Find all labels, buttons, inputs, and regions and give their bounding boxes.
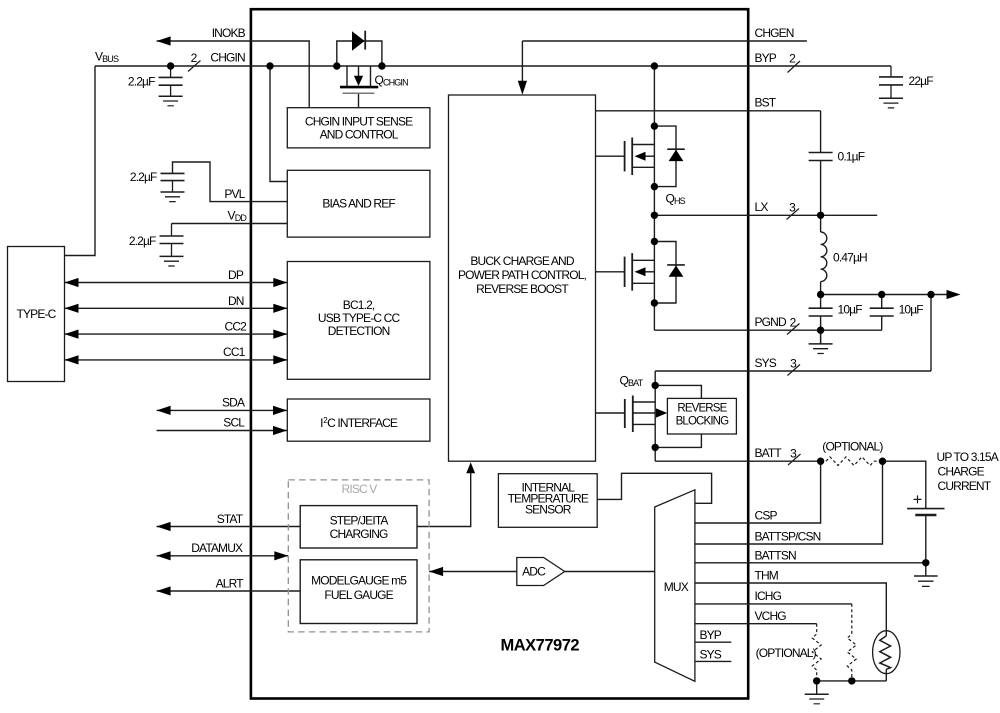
svg-text:BC1.2,: BC1.2, xyxy=(343,298,375,312)
svg-text:DP: DP xyxy=(228,268,244,282)
svg-text:THM: THM xyxy=(755,569,779,583)
svg-text:ICHG: ICHG xyxy=(755,589,782,603)
svg-text:BIAS AND REF: BIAS AND REF xyxy=(322,197,395,211)
svg-text:UP TO 3.15A: UP TO 3.15A xyxy=(937,450,999,464)
svg-text:I2C INTERFACE: I2C INTERFACE xyxy=(320,416,398,430)
svg-text:2: 2 xyxy=(790,316,797,330)
svg-text:0.1µF: 0.1µF xyxy=(838,150,865,164)
svg-text:CHARGING: CHARGING xyxy=(330,527,388,541)
svg-text:BYP: BYP xyxy=(755,51,777,65)
svg-text:SYS: SYS xyxy=(700,648,722,662)
svg-text:VBUS: VBUS xyxy=(95,50,119,65)
svg-text:BYP: BYP xyxy=(700,628,722,642)
svg-text:DATAMUX: DATAMUX xyxy=(191,541,243,555)
svg-text:BLOCKING: BLOCKING xyxy=(676,416,730,428)
svg-text:2: 2 xyxy=(789,52,796,66)
svg-text:QBAT: QBAT xyxy=(620,374,644,389)
svg-text:STAT: STAT xyxy=(217,512,244,526)
svg-text:3: 3 xyxy=(790,447,797,461)
svg-text:INTERNAL: INTERNAL xyxy=(522,480,576,494)
svg-text:LX: LX xyxy=(755,200,769,214)
svg-text:REVERSE: REVERSE xyxy=(677,403,727,415)
svg-text:CHGIN INPUT SENSE: CHGIN INPUT SENSE xyxy=(305,115,413,129)
svg-text:SYS: SYS xyxy=(755,356,777,370)
svg-text:CHARGE: CHARGE xyxy=(938,465,985,479)
svg-text:3: 3 xyxy=(789,201,796,215)
svg-text:CHGIN: CHGIN xyxy=(210,51,245,65)
svg-text:SENSOR: SENSOR xyxy=(525,502,572,516)
svg-text:FUEL GAUGE: FUEL GAUGE xyxy=(324,588,393,602)
svg-text:VCHG: VCHG xyxy=(755,609,787,623)
svg-text:SCL: SCL xyxy=(223,416,245,430)
svg-text:DN: DN xyxy=(228,294,244,308)
svg-text:CHGEN: CHGEN xyxy=(755,26,794,40)
svg-text:BATTSN: BATTSN xyxy=(755,549,797,563)
svg-text:BATTSP/CSN: BATTSP/CSN xyxy=(755,530,821,544)
svg-text:RISC V: RISC V xyxy=(342,482,378,496)
svg-text:3: 3 xyxy=(790,357,797,371)
svg-text:VDD: VDD xyxy=(228,209,248,224)
svg-text:DETECTION: DETECTION xyxy=(328,324,390,338)
svg-text:ALRT: ALRT xyxy=(216,577,245,591)
svg-text:MUX: MUX xyxy=(664,580,689,594)
svg-text:BATT: BATT xyxy=(755,446,783,460)
svg-text:BST: BST xyxy=(755,96,777,110)
svg-text:CC1: CC1 xyxy=(223,345,246,359)
svg-text:10µF: 10µF xyxy=(838,303,863,317)
svg-text:2: 2 xyxy=(191,51,198,65)
svg-text:PGND: PGND xyxy=(755,315,787,329)
svg-text:TEMPERATURE: TEMPERATURE xyxy=(508,491,589,505)
svg-text:QHS: QHS xyxy=(666,192,686,207)
svg-text:2.2µF: 2.2µF xyxy=(129,234,156,248)
svg-text:REVERSE BOOST: REVERSE BOOST xyxy=(476,282,569,296)
svg-text:22µF: 22µF xyxy=(909,74,934,88)
svg-text:QCHGIN: QCHGIN xyxy=(375,73,409,88)
svg-text:CC2: CC2 xyxy=(225,320,248,334)
svg-text:MAX77972: MAX77972 xyxy=(501,637,580,655)
svg-text:(OPTIONAL): (OPTIONAL) xyxy=(756,646,817,660)
svg-text:2.2µF: 2.2µF xyxy=(128,75,155,89)
svg-text:0.47µH: 0.47µH xyxy=(833,251,867,265)
svg-text:STEP/JEITA: STEP/JEITA xyxy=(330,514,389,528)
svg-text:AND CONTROL: AND CONTROL xyxy=(320,128,399,142)
svg-text:CSP: CSP xyxy=(755,509,778,523)
svg-text:CURRENT: CURRENT xyxy=(938,479,992,493)
svg-text:MODELGAUGE m5: MODELGAUGE m5 xyxy=(311,574,407,588)
svg-text:PVL: PVL xyxy=(224,187,245,201)
svg-text:USB TYPE-C CC: USB TYPE-C CC xyxy=(318,311,401,325)
svg-text:ADC: ADC xyxy=(522,565,546,579)
svg-text:2.2µF: 2.2µF xyxy=(130,170,157,184)
svg-text:TYPE-C: TYPE-C xyxy=(17,307,57,321)
svg-text:(OPTIONAL): (OPTIONAL) xyxy=(822,440,883,454)
svg-text:BUCK CHARGE AND: BUCK CHARGE AND xyxy=(470,254,574,268)
svg-text:10µF: 10µF xyxy=(899,303,924,317)
svg-text:INOKB: INOKB xyxy=(212,26,246,40)
svg-text:POWER PATH CONTROL,: POWER PATH CONTROL, xyxy=(458,268,587,282)
svg-text:SDA: SDA xyxy=(222,396,245,410)
